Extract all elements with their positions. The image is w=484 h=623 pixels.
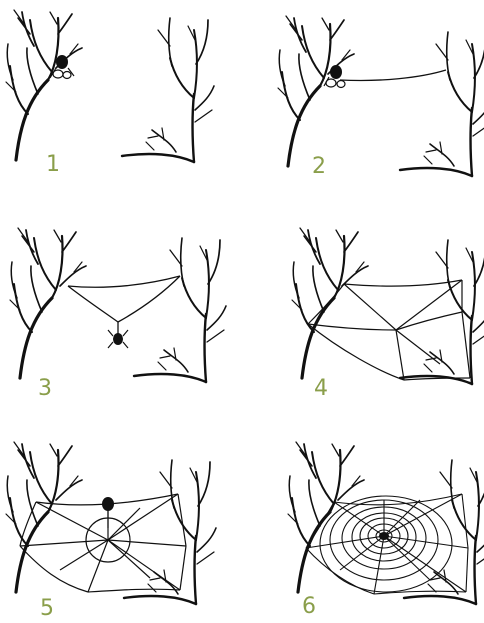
step-number-2: 2: [312, 156, 326, 178]
left-branch-icon: [278, 16, 354, 166]
step-number-5: 5: [40, 598, 54, 620]
panel-step-5: [6, 442, 216, 604]
radial-threads: [20, 494, 186, 592]
step-number-1: 1: [46, 154, 60, 176]
right-branch-icon: [134, 238, 226, 382]
left-branch-icon: [292, 228, 368, 378]
step-number-3: 3: [38, 378, 52, 400]
bridge-thread: [340, 70, 446, 81]
spider-icon: [102, 497, 114, 528]
right-branch-icon: [400, 32, 484, 176]
left-branch-icon: [6, 10, 82, 160]
right-branch-icon: [404, 460, 484, 604]
panel-step-1: [6, 10, 214, 162]
panel-step-4: [292, 228, 484, 384]
step-number-4: 4: [314, 378, 328, 400]
right-branch-icon: [122, 18, 214, 162]
step-number-6: 6: [302, 596, 316, 618]
y-frame-threads: [68, 276, 180, 334]
panel-step-2: [278, 16, 484, 176]
spider-icon: [379, 532, 389, 540]
left-branch-icon: [10, 228, 86, 378]
panel-step-6: [288, 442, 484, 604]
panel-step-3: [10, 228, 226, 382]
right-branch-icon: [400, 240, 484, 384]
